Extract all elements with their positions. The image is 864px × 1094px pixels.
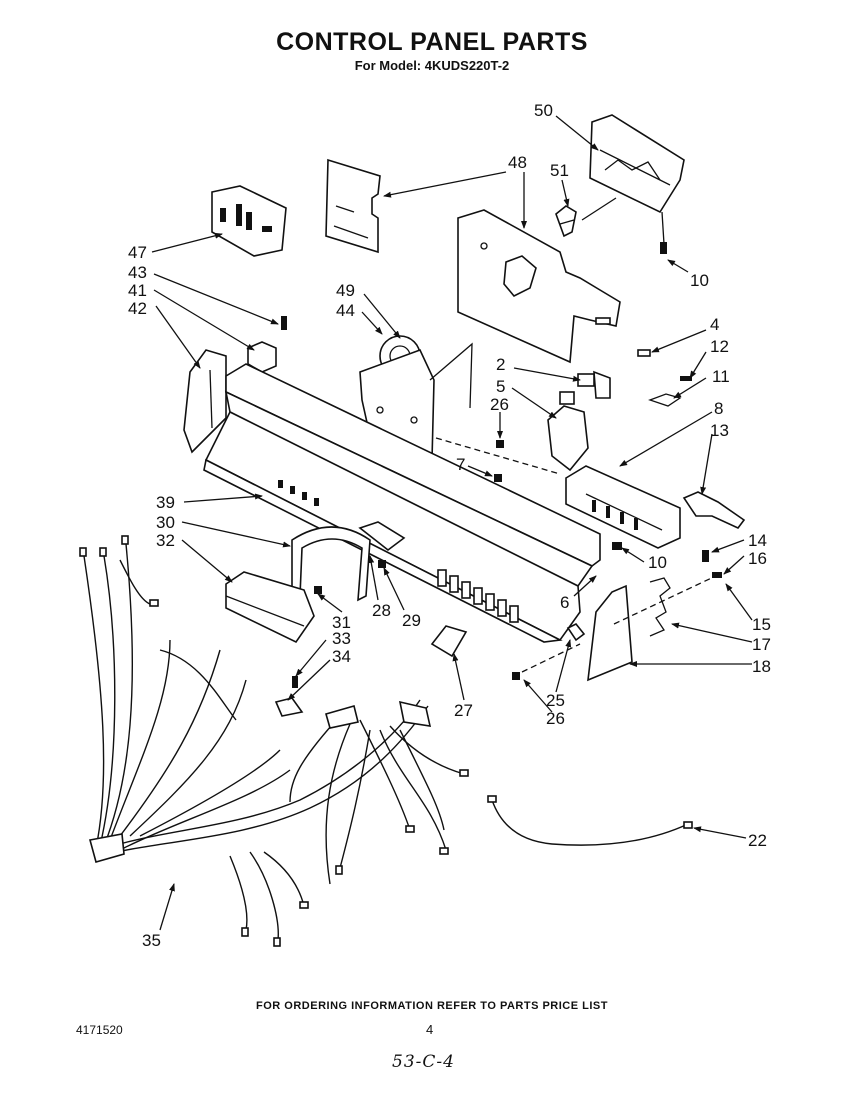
part-17-bracket: [649, 577, 671, 637]
part-31-screw: [314, 586, 322, 594]
callout-22: 22: [748, 831, 767, 850]
part-34-clip: [274, 697, 304, 717]
part-51-clip: [555, 205, 577, 238]
callout-2: 2: [496, 355, 505, 374]
part-41-bracket: [247, 316, 287, 373]
callout-18: 18: [752, 657, 771, 676]
callout-31: 31: [332, 613, 351, 632]
model-subtitle: For Model: 4KUDS220T-2: [354, 58, 510, 73]
document-number: 4171520: [76, 1023, 123, 1037]
callout-34: 34: [332, 647, 351, 666]
callout-33: 33: [332, 629, 351, 648]
callout-50: 50: [534, 101, 553, 120]
part-26-screw-upper: [496, 440, 504, 448]
callout-6: 6: [560, 593, 569, 612]
part-10-screw-lower: [612, 542, 622, 550]
callout-7: 7: [456, 455, 465, 474]
page-title: CONTROL PANEL PARTS: [276, 28, 588, 56]
part-2-switch: [577, 370, 611, 399]
part-28-clip: [358, 521, 406, 552]
part-33-screw: [292, 676, 298, 688]
part-5-relay: [547, 391, 589, 472]
callout-51: 51: [550, 161, 569, 180]
callout-10-upper: 10: [690, 271, 709, 290]
callout-11: 11: [712, 367, 730, 386]
page-number: 4: [426, 1022, 434, 1037]
part-1-panel-board: [457, 209, 621, 364]
callout-39: 39: [156, 493, 175, 512]
exploded-parts-diagram: 50 48 51 10 47 43 41 42 49 44 4 2 12 11 …: [79, 101, 771, 950]
part-27-block: [430, 625, 468, 658]
callout-41: 41: [128, 281, 147, 300]
callout-35: 35: [142, 931, 161, 950]
handwritten-code: 53-C-4: [392, 1052, 455, 1072]
callout-29: 29: [402, 611, 421, 630]
callout-26-upper: 26: [490, 395, 509, 414]
part-35-wire-harness: [79, 535, 469, 947]
part-11-spring: [648, 393, 682, 407]
part-14-screw: [702, 550, 709, 562]
leader-lines: [151, 115, 753, 931]
part-18-end-cap: [587, 584, 633, 682]
callout-32: 32: [156, 531, 175, 550]
part-42-end-cap: [183, 349, 227, 454]
part-48-board: [325, 158, 381, 254]
callout-8: 8: [714, 399, 723, 418]
ordering-note: FOR ORDERING INFORMATION REFER TO PARTS …: [256, 1000, 608, 1012]
callout-47: 47: [128, 243, 147, 262]
callout-labels: 50 48 51 10 47 43 41 42 49 44 4 2 12 11 …: [128, 101, 771, 950]
callout-5: 5: [496, 377, 505, 396]
callout-16: 16: [748, 549, 767, 568]
part-50-bracket: [589, 114, 685, 254]
part-39-console: [203, 363, 601, 643]
part-30-bracket: [291, 526, 371, 602]
callout-10-lower: 10: [648, 553, 667, 572]
display-window: [437, 569, 519, 623]
part-4-pin: [637, 349, 651, 357]
part-32-housing: [225, 571, 315, 644]
callout-27: 27: [454, 701, 473, 720]
part-47-switch-module: [211, 185, 287, 257]
callout-12: 12: [710, 337, 729, 356]
callout-26-lower: 26: [546, 709, 565, 728]
callout-15: 15: [752, 615, 771, 634]
part-13-latch: [682, 491, 746, 529]
callout-25: 25: [546, 691, 565, 710]
part-7-screw: [494, 474, 502, 482]
part-25-clip: [566, 622, 586, 642]
callout-43: 43: [128, 263, 147, 282]
part-26-screw-lower: [512, 672, 520, 680]
part-29-screw: [378, 560, 386, 568]
callout-49: 49: [336, 281, 355, 300]
callout-17: 17: [752, 635, 771, 654]
callout-44: 44: [336, 301, 355, 320]
part-12-screw: [680, 376, 692, 381]
part-8-terminal-block: [565, 465, 681, 549]
callout-42: 42: [128, 299, 147, 318]
callout-30: 30: [156, 513, 175, 532]
callout-4: 4: [710, 315, 719, 334]
callout-48: 48: [508, 153, 527, 172]
part-22-wire: [487, 795, 693, 846]
callout-13: 13: [710, 421, 729, 440]
callout-14: 14: [748, 531, 767, 550]
callout-28: 28: [372, 601, 391, 620]
